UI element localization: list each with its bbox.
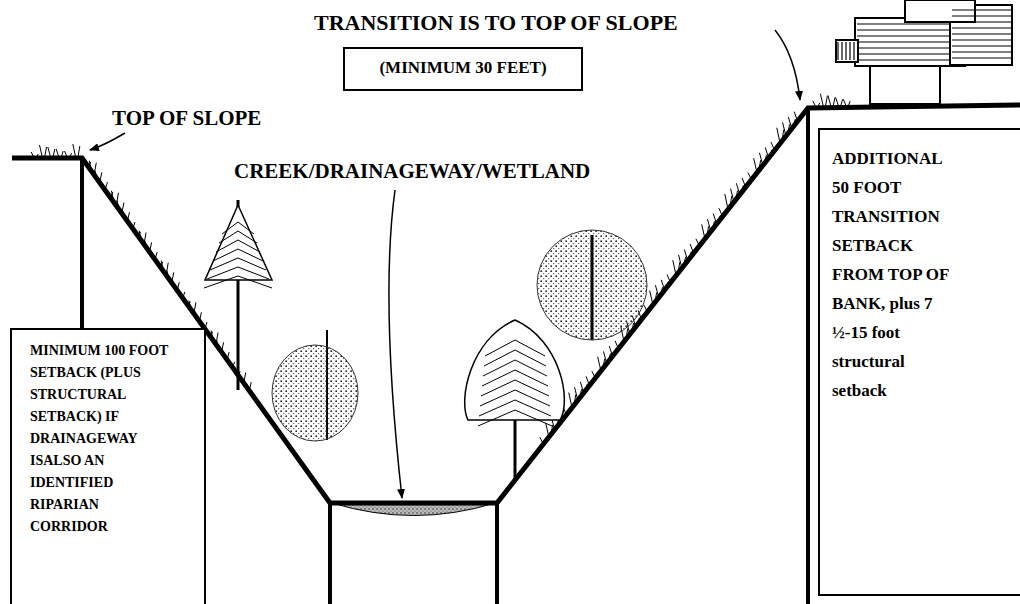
setback-note: ADDITIONAL 50 FOOT TRANSITION SETBACK FR… [832,144,960,405]
leader-arrow [90,133,125,150]
setback-box: (MINIMUM 30 FEET) [343,47,583,91]
callout-label: TOP OF SLOPE [110,107,263,130]
leader-arrow [775,30,800,100]
setback-note: MINIMUM 100 FOOT SETBACK (PLUS STRUCTURA… [30,340,180,538]
setback-box: MINIMUM 100 FOOT SETBACK (PLUS STRUCTURA… [10,328,206,604]
setback-box: ADDITIONAL 50 FOOT TRANSITION SETBACK FR… [818,128,1020,596]
house-symbol [836,0,1012,104]
setback-note: (MINIMUM 30 FEET) [351,57,575,79]
tree-symbols [204,200,647,480]
callout-label: CREEK/DRAINAGEWAY/WETLAND [232,160,592,183]
callout-label: TRANSITION IS TO TOP OF SLOPE [312,11,680,35]
leader-arrow [389,190,402,498]
house-siding [838,10,1011,60]
